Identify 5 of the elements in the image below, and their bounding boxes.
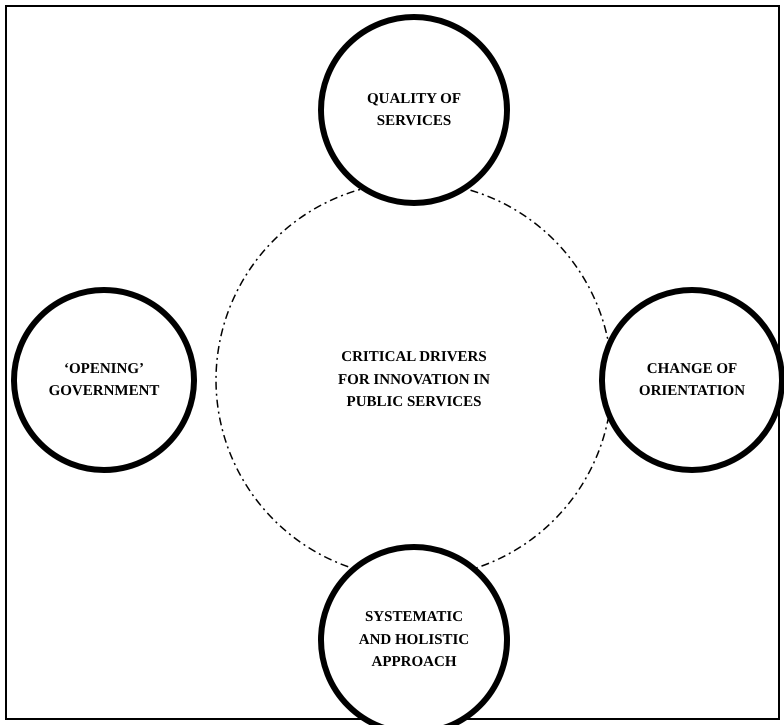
node-label: CRITICAL DRIVERS FOR INNOVATION IN PUBLIC SERVICES xyxy=(337,348,491,412)
node-label: QUALITY OF SERVICES xyxy=(366,90,462,131)
node-label: CHANGE OF ORIENTATION xyxy=(638,360,746,401)
node-label: ‘OPENING’ GOVERNMENT xyxy=(48,360,160,401)
node-label: SYSTEMATIC AND HOLISTIC APPROACH xyxy=(358,608,470,672)
